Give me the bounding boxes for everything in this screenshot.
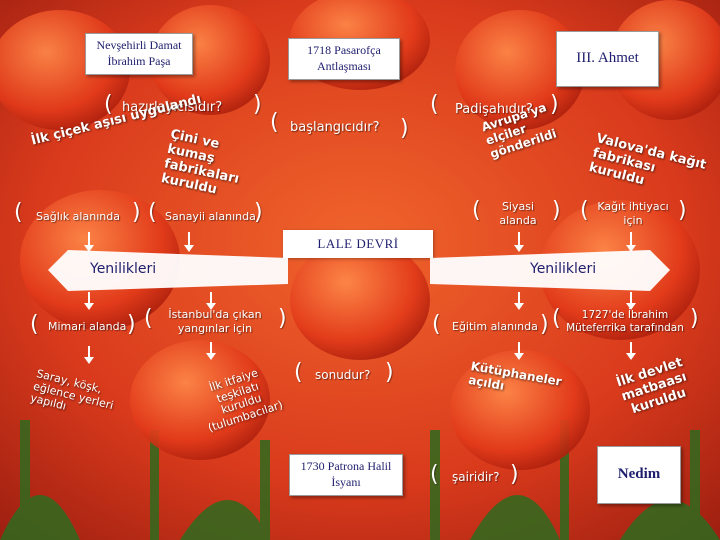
bracket-left: (: [14, 200, 23, 225]
field-fires: İstanbul'da çıkan yangınlar için: [168, 308, 262, 335]
bracket-right: ): [510, 462, 519, 487]
bracket-right: ): [385, 360, 394, 385]
field-paper-need: Kağıt ihtiyacı için: [597, 200, 669, 227]
bracket-left: (: [552, 306, 561, 331]
left-innovations-label: Yenilikleri: [90, 261, 157, 277]
sultan-ahmet-box: III. Ahmet: [556, 31, 659, 87]
bracket-right: ): [132, 200, 141, 225]
left-innovations-shape: [48, 250, 288, 291]
middle-end-question: sonudur?: [315, 368, 371, 382]
bracket-right: ): [400, 116, 409, 141]
field-architecture: Mimari alanda: [48, 320, 127, 333]
middle-question: başlangıcıdır?: [290, 120, 380, 135]
arrow-down: [206, 292, 216, 310]
bracket-left: (: [144, 306, 153, 331]
bracket-left: (: [430, 462, 439, 487]
bracket-left: (: [430, 92, 439, 117]
arrow-down: [514, 292, 524, 310]
bracket-right: ): [540, 312, 549, 337]
bracket-left: (: [432, 312, 441, 337]
bracket-right: ): [254, 200, 263, 225]
arrow-down: [84, 232, 94, 252]
arrow-down: [514, 232, 524, 252]
bracket-left: (: [472, 198, 481, 223]
right-question: Padişahıdır?: [455, 102, 533, 117]
bracket-left: (: [104, 92, 113, 117]
bracket-left: (: [270, 110, 279, 135]
field-political: Siyasi alanda: [499, 200, 537, 227]
bracket-left: (: [580, 198, 589, 223]
bracket-right: ): [253, 92, 262, 117]
bracket-right: ): [278, 306, 287, 331]
center-title-tulip-era: LALE DEVRİ: [283, 230, 433, 258]
bracket-right: ): [552, 198, 561, 223]
arrow-down: [84, 346, 94, 364]
poet-nedim-box: Nedim: [597, 446, 681, 504]
arrow-down: [206, 342, 216, 360]
field-industry: Sanayii alanında: [165, 210, 256, 223]
bracket-right: ): [690, 306, 699, 331]
right-innovations-label: Yenilikleri: [530, 261, 597, 277]
arrow-down: [626, 342, 636, 360]
person-ibrahim-pasa-box: Nevşehirli Damat İbrahim Paşa: [85, 33, 193, 75]
bracket-left: (: [294, 360, 303, 385]
field-education: Eğitim alanında: [452, 320, 538, 333]
patrona-halil-revolt-box: 1730 Patrona Halil İsyanı: [289, 454, 403, 496]
bracket-left: (: [30, 312, 39, 337]
bracket-left: (: [148, 200, 157, 225]
arrow-down: [84, 292, 94, 310]
arrow-down: [514, 342, 524, 360]
right-innovations-shape: [430, 250, 670, 291]
bracket-right: ): [127, 312, 136, 337]
arrow-down: [626, 232, 636, 252]
field-muteferrika: 1727'de İbrahim Müteferrika tarafından: [566, 309, 684, 335]
arrow-down: [184, 232, 194, 252]
arrow-down: [626, 292, 636, 310]
field-health: Sağlık alanında: [36, 210, 120, 223]
left-question: hazırlayıcısıdır?: [122, 100, 223, 115]
bracket-right: ): [678, 198, 687, 223]
pasarofca-treaty-box: 1718 Pasarofça Antlaşması: [288, 38, 400, 80]
poet-question: şairidir?: [452, 470, 500, 484]
bracket-right: ): [550, 92, 559, 117]
